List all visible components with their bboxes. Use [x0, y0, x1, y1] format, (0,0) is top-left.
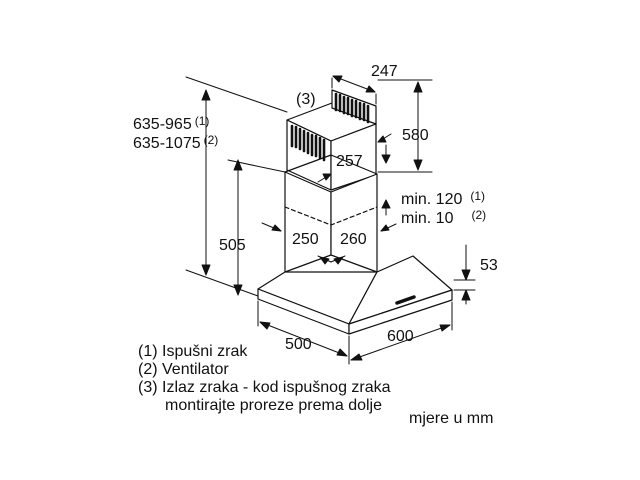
- dimension-hood-thickness: [453, 244, 476, 305]
- legend-item-1: (1) Ispušni zrak: [138, 343, 248, 360]
- label-hood-width: 500: [285, 336, 312, 353]
- dimension-min-gap: [381, 144, 391, 216]
- legend: (1) Ispušni zrak (2) Ventilator (3) Izla…: [138, 343, 391, 415]
- legend-item-3: (3) Izlaz zraka - kod ispušnog zraka: [138, 379, 391, 396]
- dimension-upper-height: [377, 79, 433, 173]
- dimension-hood-width: [257, 300, 350, 365]
- min-gap-2-note: (2): [471, 208, 487, 222]
- label-chimney-depth-top: 257: [336, 153, 363, 170]
- upper-chimney: [286, 89, 377, 191]
- height-range-2-note: (2): [203, 133, 219, 147]
- label-height-range-2: 635-1075(2): [133, 131, 218, 153]
- min-gap-2-value: min. 10: [401, 210, 454, 227]
- label-upper-chimney-height: 580: [402, 127, 429, 144]
- dimension-hood-depth: [350, 301, 453, 361]
- label-min-gap-1: min. 120 (1): [401, 187, 485, 209]
- height-range-1-note: (1): [194, 114, 210, 128]
- label-chimney-width-lower: 250: [292, 231, 319, 248]
- label-min-gap-2: min. 10 (2): [401, 206, 486, 228]
- height-range-1-value: 635-965: [133, 116, 192, 133]
- vent-grille-back: [334, 92, 370, 124]
- label-chimney-width: 247: [371, 63, 398, 80]
- height-range-2-value: 635-1075: [133, 135, 201, 152]
- label-hood-depth: 600: [387, 328, 414, 345]
- label-hood-thickness: 53: [480, 257, 498, 274]
- min-gap-1-value: min. 120: [401, 191, 463, 208]
- vent-grille-left: [290, 124, 326, 162]
- hood-canopy: [257, 254, 453, 335]
- dimension-chimney-width: [331, 75, 377, 105]
- dimension-overall-height: [185, 76, 288, 297]
- dimension-chimney-depth-top: [317, 133, 392, 183]
- dimension-lower-height: [227, 159, 286, 296]
- legend-item-2: (2) Ventilator: [138, 361, 229, 378]
- label-height-range-1: 635-965(1): [133, 112, 209, 134]
- label-outlet-callout: (3): [296, 91, 316, 108]
- units-note: mjere u mm: [409, 410, 494, 427]
- legend-item-3-continued: montirajte proreze prema dolje: [165, 397, 382, 414]
- label-lower-chimney-height: 505: [219, 237, 246, 254]
- dimension-lower-chimney: [261, 222, 397, 265]
- min-gap-1-note: (1): [470, 189, 486, 203]
- label-chimney-depth-lower: 260: [340, 231, 367, 248]
